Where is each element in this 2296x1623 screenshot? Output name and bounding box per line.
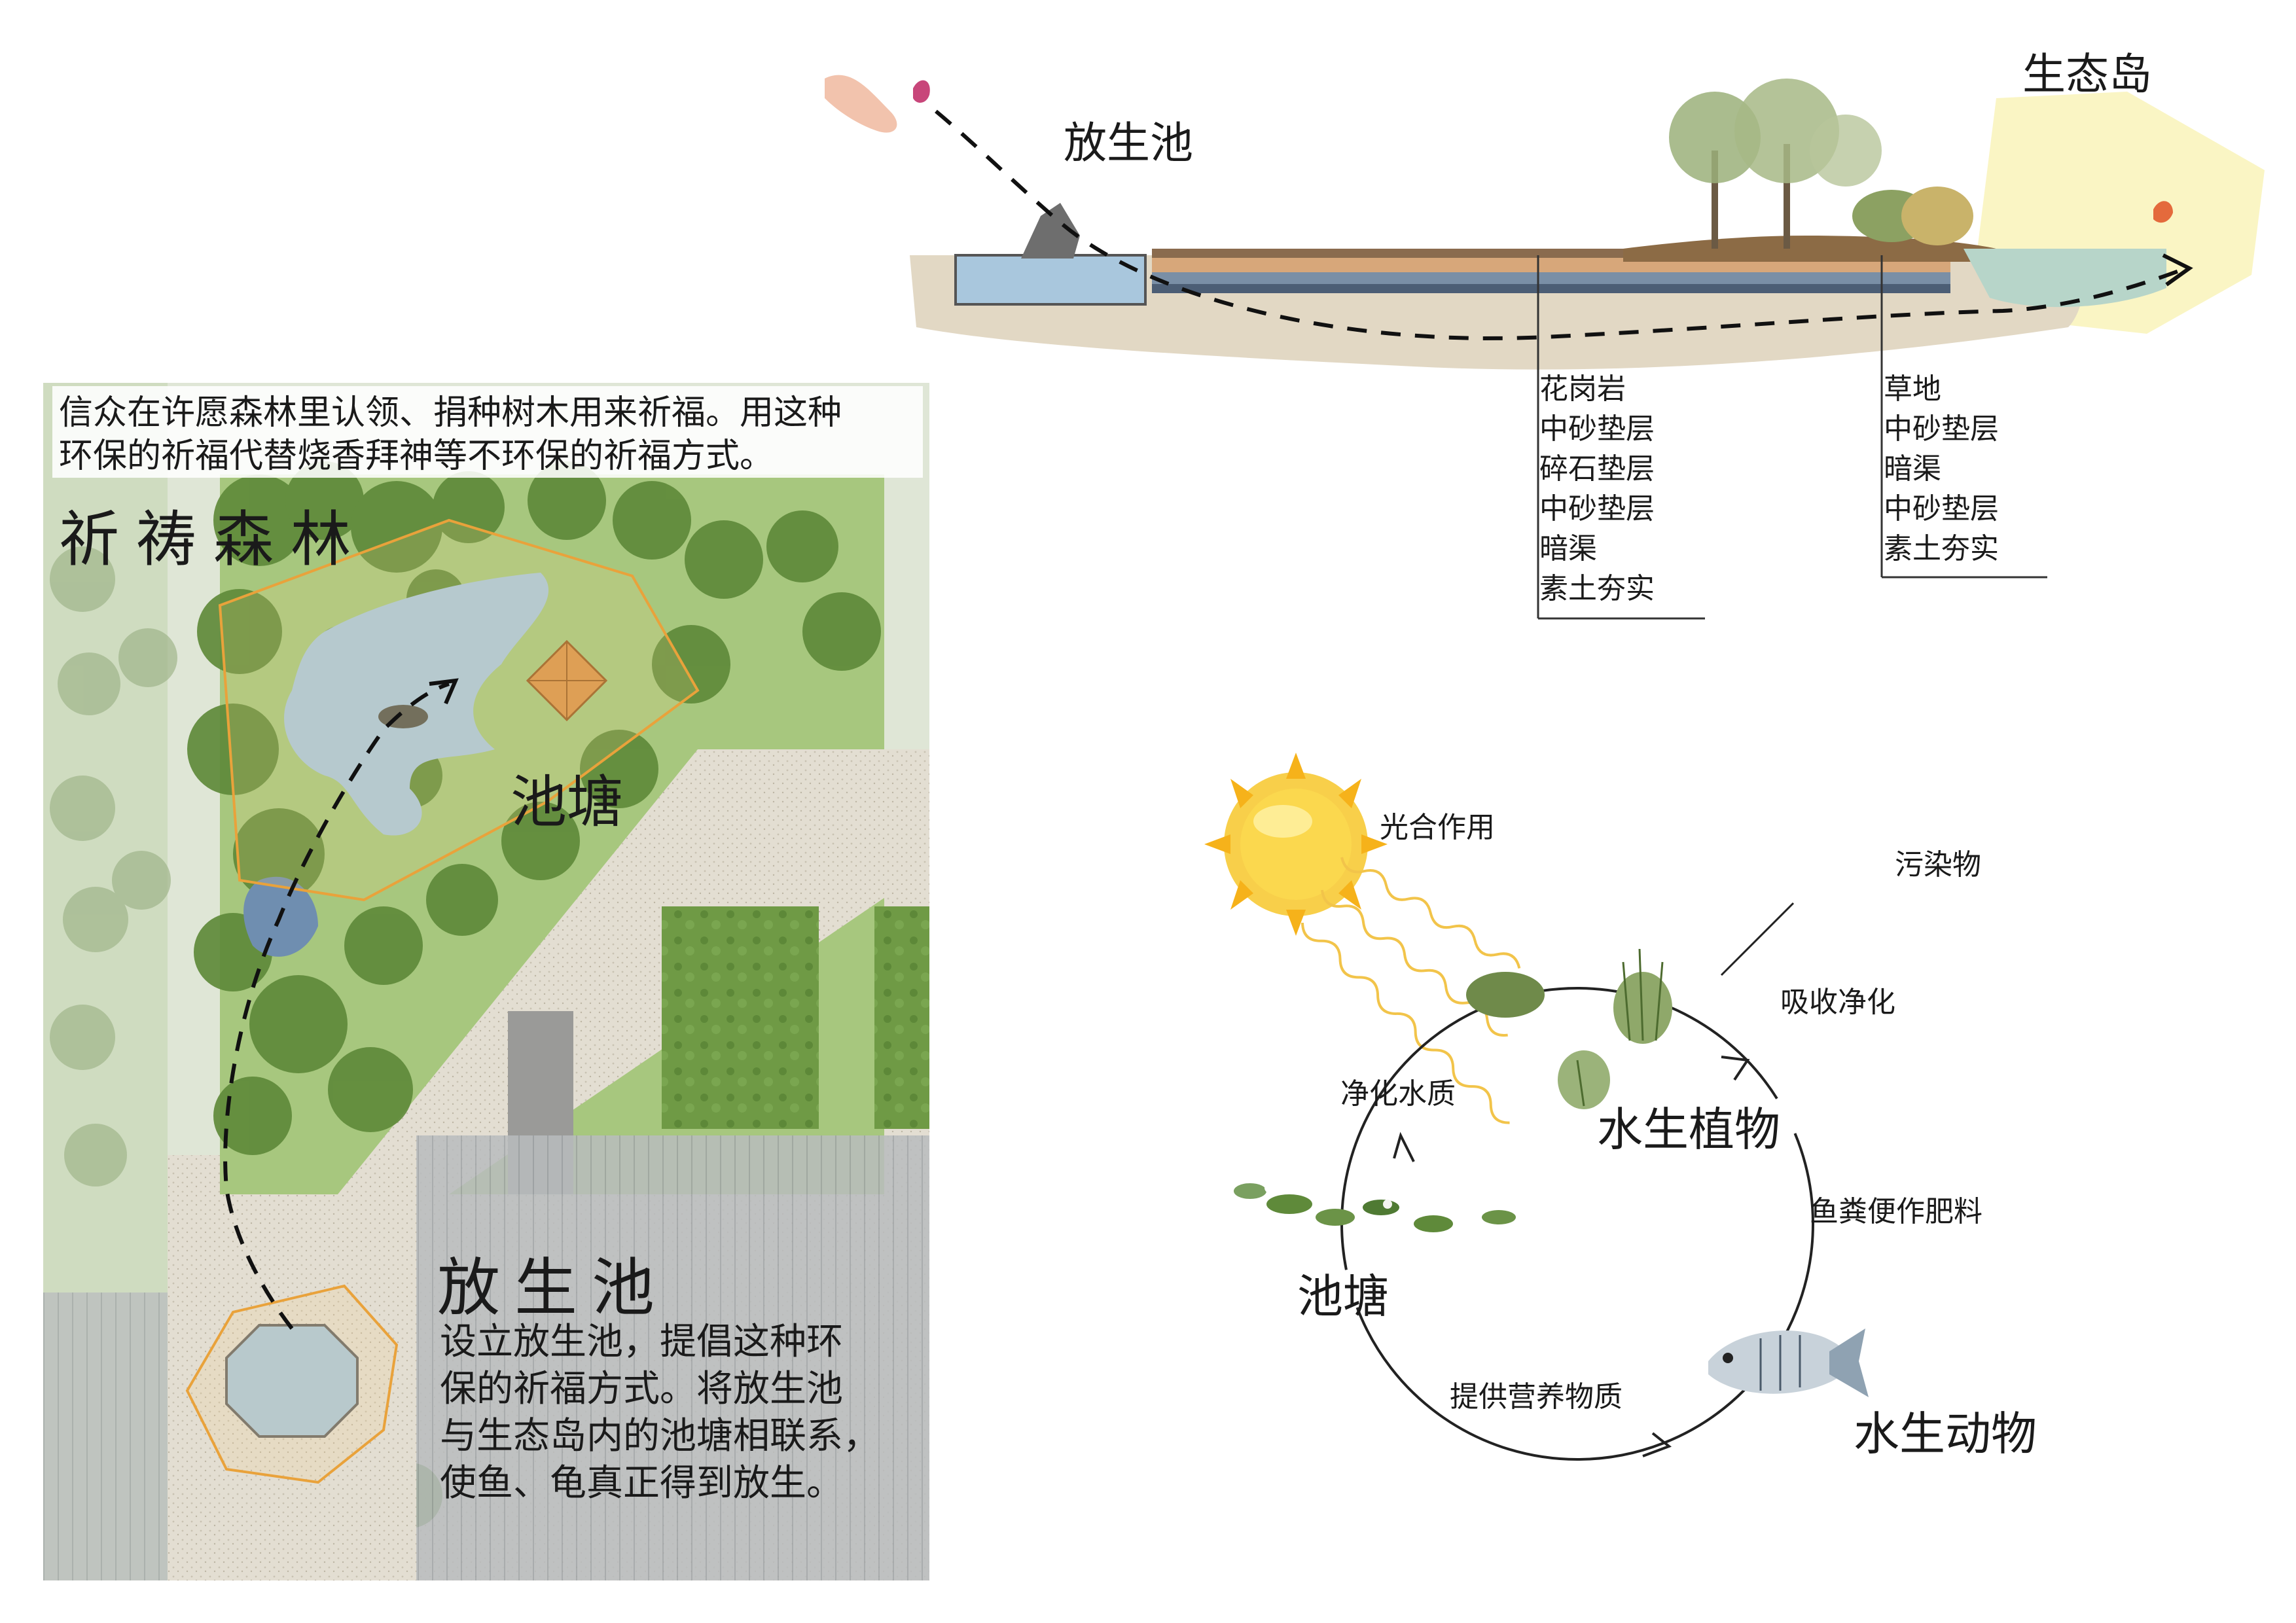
- release-pond: [225, 1324, 359, 1438]
- aquatic-plants-icon: [1466, 948, 1672, 1109]
- aquatic-plants-label: 水生植物: [1597, 1103, 1780, 1156]
- flow-arrow-icon: [429, 678, 459, 705]
- plan-pond-label: 池塘: [511, 770, 623, 835]
- lawn-layer: 中砂垫层: [1884, 412, 1999, 446]
- pollutant-line: [1720, 902, 1795, 976]
- lawn-block: [874, 906, 929, 1129]
- fish-icon: [2153, 201, 2173, 223]
- fish-icon: [1708, 1329, 1869, 1397]
- release-pond-description: 设立放生池，提倡这种环 保的祈福方式。将放生池 与生态岛内的池塘相联系， 使鱼、…: [440, 1321, 880, 1505]
- sun-icon: [1204, 753, 1388, 936]
- lawn-layer: 中砂垫层: [1884, 492, 1999, 526]
- provide-nutrients-label: 提供营养物质: [1450, 1380, 1623, 1414]
- absorb-purify-label: 吸收净化: [1780, 986, 1895, 1019]
- release-highlight-zone: [185, 1284, 399, 1484]
- intro-backdrop: [52, 386, 923, 478]
- paving-layer: 中砂垫层: [1539, 412, 1655, 446]
- section-release-pond: [954, 254, 1147, 306]
- lily-pads-icon: [1234, 1183, 1516, 1232]
- section-eco-island-label: 生态岛: [2022, 49, 2152, 99]
- paving-layer: 花岗岩: [1539, 372, 1626, 406]
- lawn-block: [662, 906, 819, 1129]
- aquatic-animals-label: 水生动物: [1854, 1407, 2037, 1461]
- lawn-layer: 草地: [1884, 372, 1941, 406]
- paving-layer: 素土夯实: [1539, 572, 1655, 605]
- purify-water-label: 净化水质: [1340, 1077, 1456, 1111]
- flow-path: [223, 682, 450, 1330]
- pollutants-label: 污染物: [1895, 848, 1981, 882]
- section-release-pond-label: 放生池: [1064, 118, 1193, 168]
- lawn-layer: 暗渠: [1884, 452, 1941, 486]
- plan-intro-text: 信众在许愿森林里认领、捐种树木用来祈福。用这种 环保的祈福代替烧香拜神等不环保的…: [59, 393, 842, 476]
- site-plan-drawing: [43, 383, 929, 1580]
- island-pond: [1964, 249, 2166, 308]
- paving-layer: 碎石垫层: [1539, 452, 1655, 486]
- lawn-layer: 素土夯实: [1884, 532, 1999, 565]
- cycle-arrow-icon: [1393, 1132, 1415, 1162]
- paving-layer-list: 花岗岩 中砂垫层 碎石垫层 中砂垫层 暗渠 素土夯实: [1539, 369, 1655, 609]
- pond-highlight-zone: [218, 518, 700, 902]
- paving-layer: 中砂垫层: [1539, 492, 1655, 526]
- cycle-arrow-icon: [1721, 1056, 1750, 1081]
- pond-water: [284, 573, 549, 836]
- ecological-cycle-diagram: [1204, 753, 1869, 1461]
- cycle-pond-label: 池塘: [1297, 1270, 1389, 1323]
- lawn-layer-list: 草地 中砂垫层 暗渠 中砂垫层 素土夯实: [1884, 369, 1999, 569]
- site-plan-panel: [43, 383, 929, 1580]
- cross-section-drawing: [825, 75, 2265, 620]
- paving-layer: 暗渠: [1539, 532, 1597, 565]
- section-trees: [1669, 79, 1973, 249]
- photosynthesis-label: 光合作用: [1380, 811, 1495, 844]
- manure-fertilizer-label: 鱼粪便作肥料: [1810, 1195, 1982, 1228]
- section-flow-path: [935, 109, 2187, 340]
- fish-icon: [913, 80, 930, 103]
- rock: [1021, 203, 1080, 259]
- release-pond-title: 放生池: [437, 1251, 669, 1325]
- cycle-arrow-icon: [1642, 1432, 1672, 1457]
- plan-title: 祈祷森林: [59, 505, 368, 575]
- flow-arrow-icon: [2162, 253, 2193, 287]
- building-roofs: [416, 1135, 929, 1580]
- hand-icon: [825, 75, 897, 133]
